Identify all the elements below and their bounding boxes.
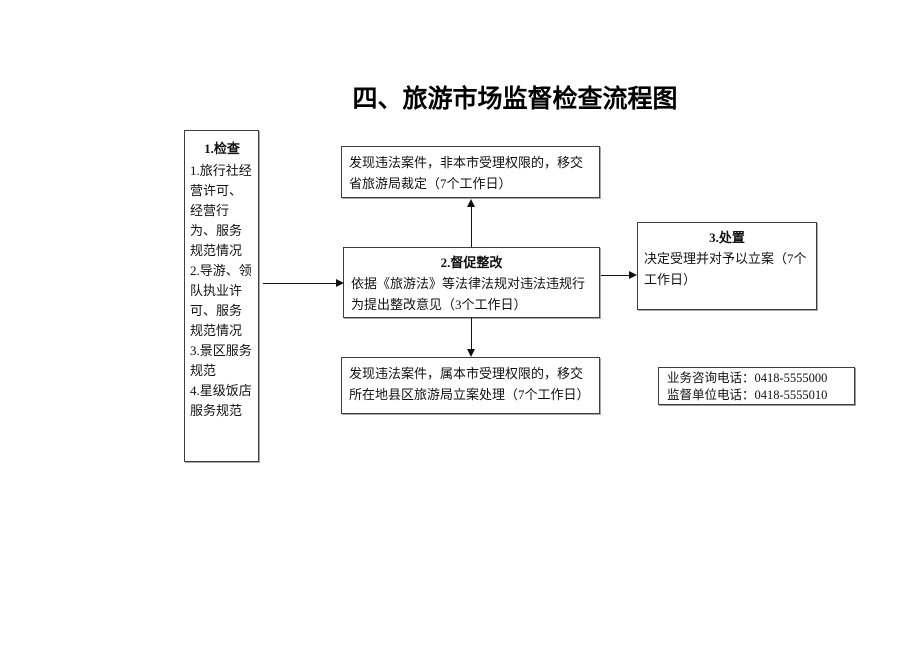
arrowhead-up-icon xyxy=(467,199,475,207)
rectify-box-text: 依据《旅游法》等法律法规对违法违规行为提出整改意见（3个工作日） xyxy=(351,276,586,312)
page-title: 四、旅游市场监督检查流程图 xyxy=(352,86,678,113)
arrowhead-right-icon xyxy=(629,271,637,279)
dispose-box: 3.处置 决定受理并对予以立案（7个工作日） xyxy=(637,222,817,310)
arrow-shaft xyxy=(471,318,472,351)
arrow-rectify-to-province xyxy=(467,199,476,247)
county-referral-box: 发现违法案件，属本市受理权限的，移交所在地县区旅游局立案处理（7个工作日） xyxy=(341,357,600,414)
arrow-shaft xyxy=(601,275,631,276)
check-item-star-hotel: 4.星级饭店服务规范 xyxy=(190,383,252,418)
arrow-shaft xyxy=(263,283,338,284)
check-box-heading: 1.检查 xyxy=(204,141,240,156)
arrow-check-to-rectify xyxy=(263,279,344,288)
check-item-guides: 2.导游、领队执业许可、服务规范情况 xyxy=(190,263,252,338)
contact-line-supervision: 监督单位电话：0418-5555010 xyxy=(667,388,828,402)
province-referral-text: 发现违法案件，非本市受理权限的，移交省旅游局裁定（7个工作日） xyxy=(349,155,584,191)
province-referral-box: 发现违法案件，非本市受理权限的，移交省旅游局裁定（7个工作日） xyxy=(341,146,600,198)
contact-box: 业务咨询电话：0418-5555000 监督单位电话：0418-5555010 xyxy=(658,367,855,405)
check-item-scenic-area: 3.景区服务规范 xyxy=(190,343,252,378)
contact-line-business: 业务咨询电话：0418-5555000 xyxy=(667,371,828,385)
check-box: 1.检查 1.旅行社经营许可、经营行为、服务规范情况 2.导游、领队执业许可、服… xyxy=(184,130,259,462)
dispose-box-heading: 3.处置 xyxy=(709,230,745,245)
check-item-travel-agency: 1.旅行社经营许可、经营行为、服务规范情况 xyxy=(190,163,252,258)
arrow-rectify-to-county xyxy=(467,318,476,357)
county-referral-text: 发现违法案件，属本市受理权限的，移交所在地县区旅游局立案处理（7个工作日） xyxy=(349,366,590,402)
arrow-rectify-to-dispose xyxy=(601,271,637,280)
rectify-box: 2.督促整改 依据《旅游法》等法律法规对违法违规行为提出整改意见（3个工作日） xyxy=(343,247,600,318)
arrowhead-right-icon xyxy=(336,279,344,287)
arrowhead-down-icon xyxy=(467,349,475,357)
arrow-shaft xyxy=(471,205,472,247)
dispose-box-text: 决定受理并对予以立案（7个工作日） xyxy=(644,251,807,287)
rectify-box-heading: 2.督促整改 xyxy=(440,255,503,270)
